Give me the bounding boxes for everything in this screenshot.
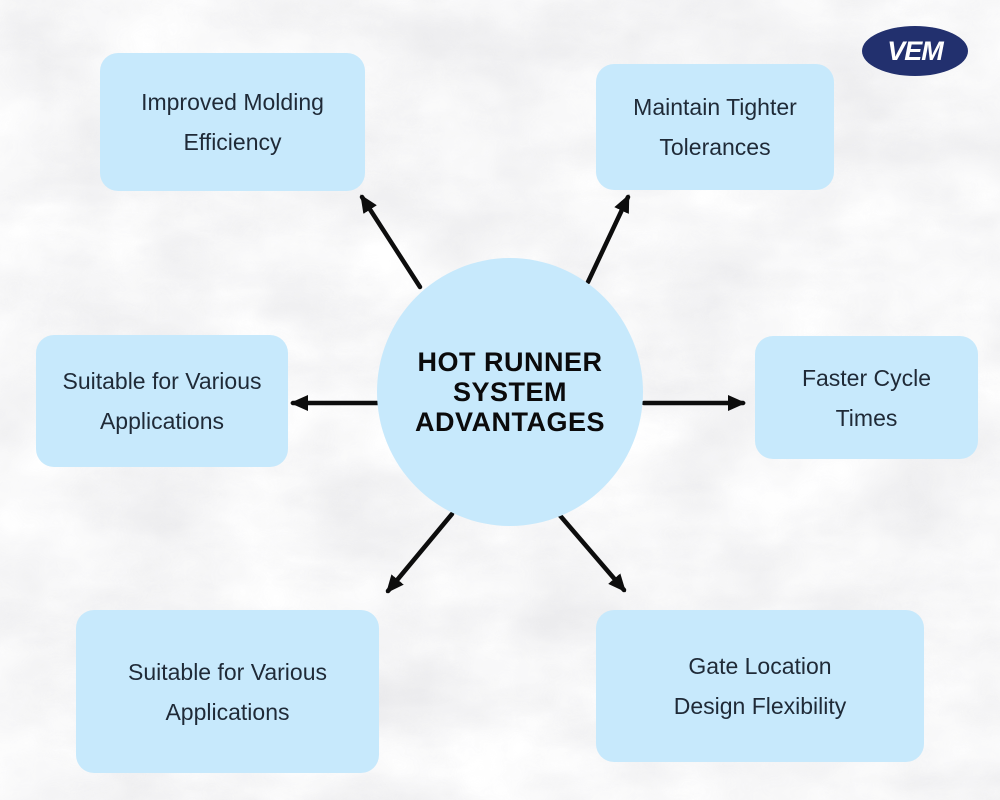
arrow-to-bottom-left bbox=[385, 511, 455, 594]
center-node-label: HOT RUNNER SYSTEM ADVANTAGES bbox=[414, 347, 605, 437]
node-suitable-for-various-applications-bottom: Suitable for Various Applications bbox=[76, 610, 379, 773]
node-maintain-tighter-tolerances: Maintain Tighter Tolerances bbox=[596, 64, 834, 190]
node-label: Improved Molding Efficiency bbox=[141, 89, 324, 155]
node-suitable-for-various-applications-left: Suitable for Various Applications bbox=[36, 335, 288, 467]
node-label: Maintain Tighter Tolerances bbox=[633, 94, 797, 160]
node-label: Suitable for Various Applications bbox=[127, 658, 327, 725]
arrow-to-bottom-right bbox=[554, 509, 627, 593]
vem-logo: VEM bbox=[862, 26, 968, 76]
center-node: HOT RUNNER SYSTEM ADVANTAGES bbox=[377, 258, 643, 526]
node-label: Suitable for Various Applications bbox=[62, 368, 262, 434]
arrow-to-top-right bbox=[585, 194, 631, 285]
arrow-to-top-left bbox=[359, 194, 423, 290]
node-label: Gate Location Design Flexibility bbox=[673, 653, 847, 719]
node-gate-location-design-flexibility: Gate Location Design Flexibility bbox=[596, 610, 924, 762]
node-faster-cycle-times: Faster Cycle Times bbox=[755, 336, 978, 459]
vem-logo-text: VEM bbox=[887, 35, 944, 66]
node-label: Faster Cycle Times bbox=[801, 364, 932, 431]
node-improved-molding-efficiency: Improved Molding Efficiency bbox=[100, 53, 365, 191]
